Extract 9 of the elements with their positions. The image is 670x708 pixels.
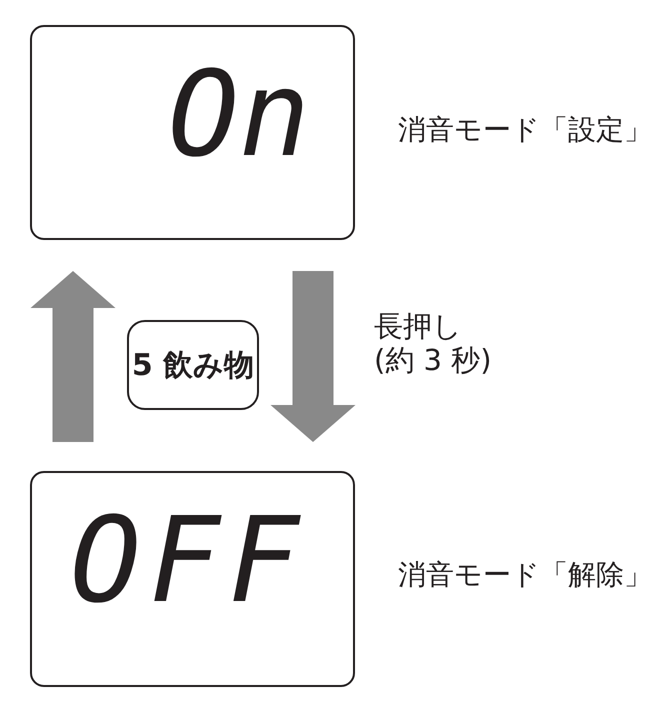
mode-label: 消音モード「解除」	[398, 558, 652, 592]
button-key: 5 飲み物	[127, 320, 259, 410]
lcd-display	[30, 25, 355, 240]
lcd-display	[30, 471, 355, 687]
arrow	[270, 271, 356, 442]
display-readout: On	[168, 55, 310, 173]
display-readout: OFF	[70, 501, 308, 619]
mode-label: 消音モード「設定」	[398, 113, 652, 147]
arrow	[30, 271, 116, 442]
